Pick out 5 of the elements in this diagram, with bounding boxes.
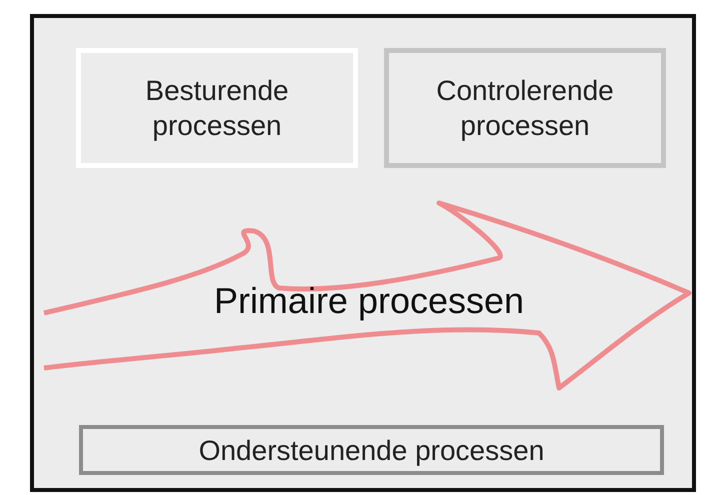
arrow-label: Primaire processen xyxy=(214,280,524,322)
frame-panel xyxy=(30,14,696,492)
process-box: Besturende processen xyxy=(76,48,358,168)
process-box: Ondersteunende processen xyxy=(79,425,664,475)
process-box: Controlerende processen xyxy=(384,48,666,168)
